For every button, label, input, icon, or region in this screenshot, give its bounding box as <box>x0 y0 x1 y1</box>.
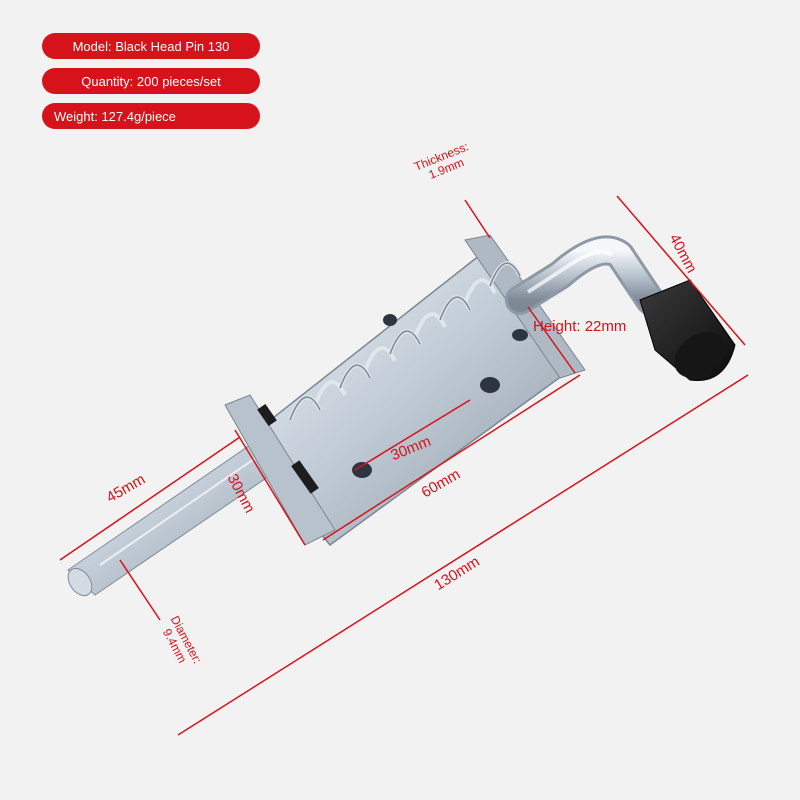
model-text: Model: Black Head Pin 130 <box>72 38 230 54</box>
quantity-tag: Quantity: 200 pieces/set <box>42 68 260 94</box>
quantity-text: Quantity: 200 pieces/set <box>81 73 221 89</box>
weight-tag: Weight: 127.4g/piece <box>42 103 260 129</box>
pin-rod <box>67 429 301 597</box>
rubber-head <box>639 279 736 382</box>
dimension-lines <box>59 195 749 736</box>
handle-rod <box>505 235 665 315</box>
weight-text: Weight: 127.4g/piece <box>54 108 176 124</box>
dimension-height: Height: 22mm <box>533 318 627 335</box>
model-tag: Model: Black Head Pin 130 <box>42 33 260 59</box>
